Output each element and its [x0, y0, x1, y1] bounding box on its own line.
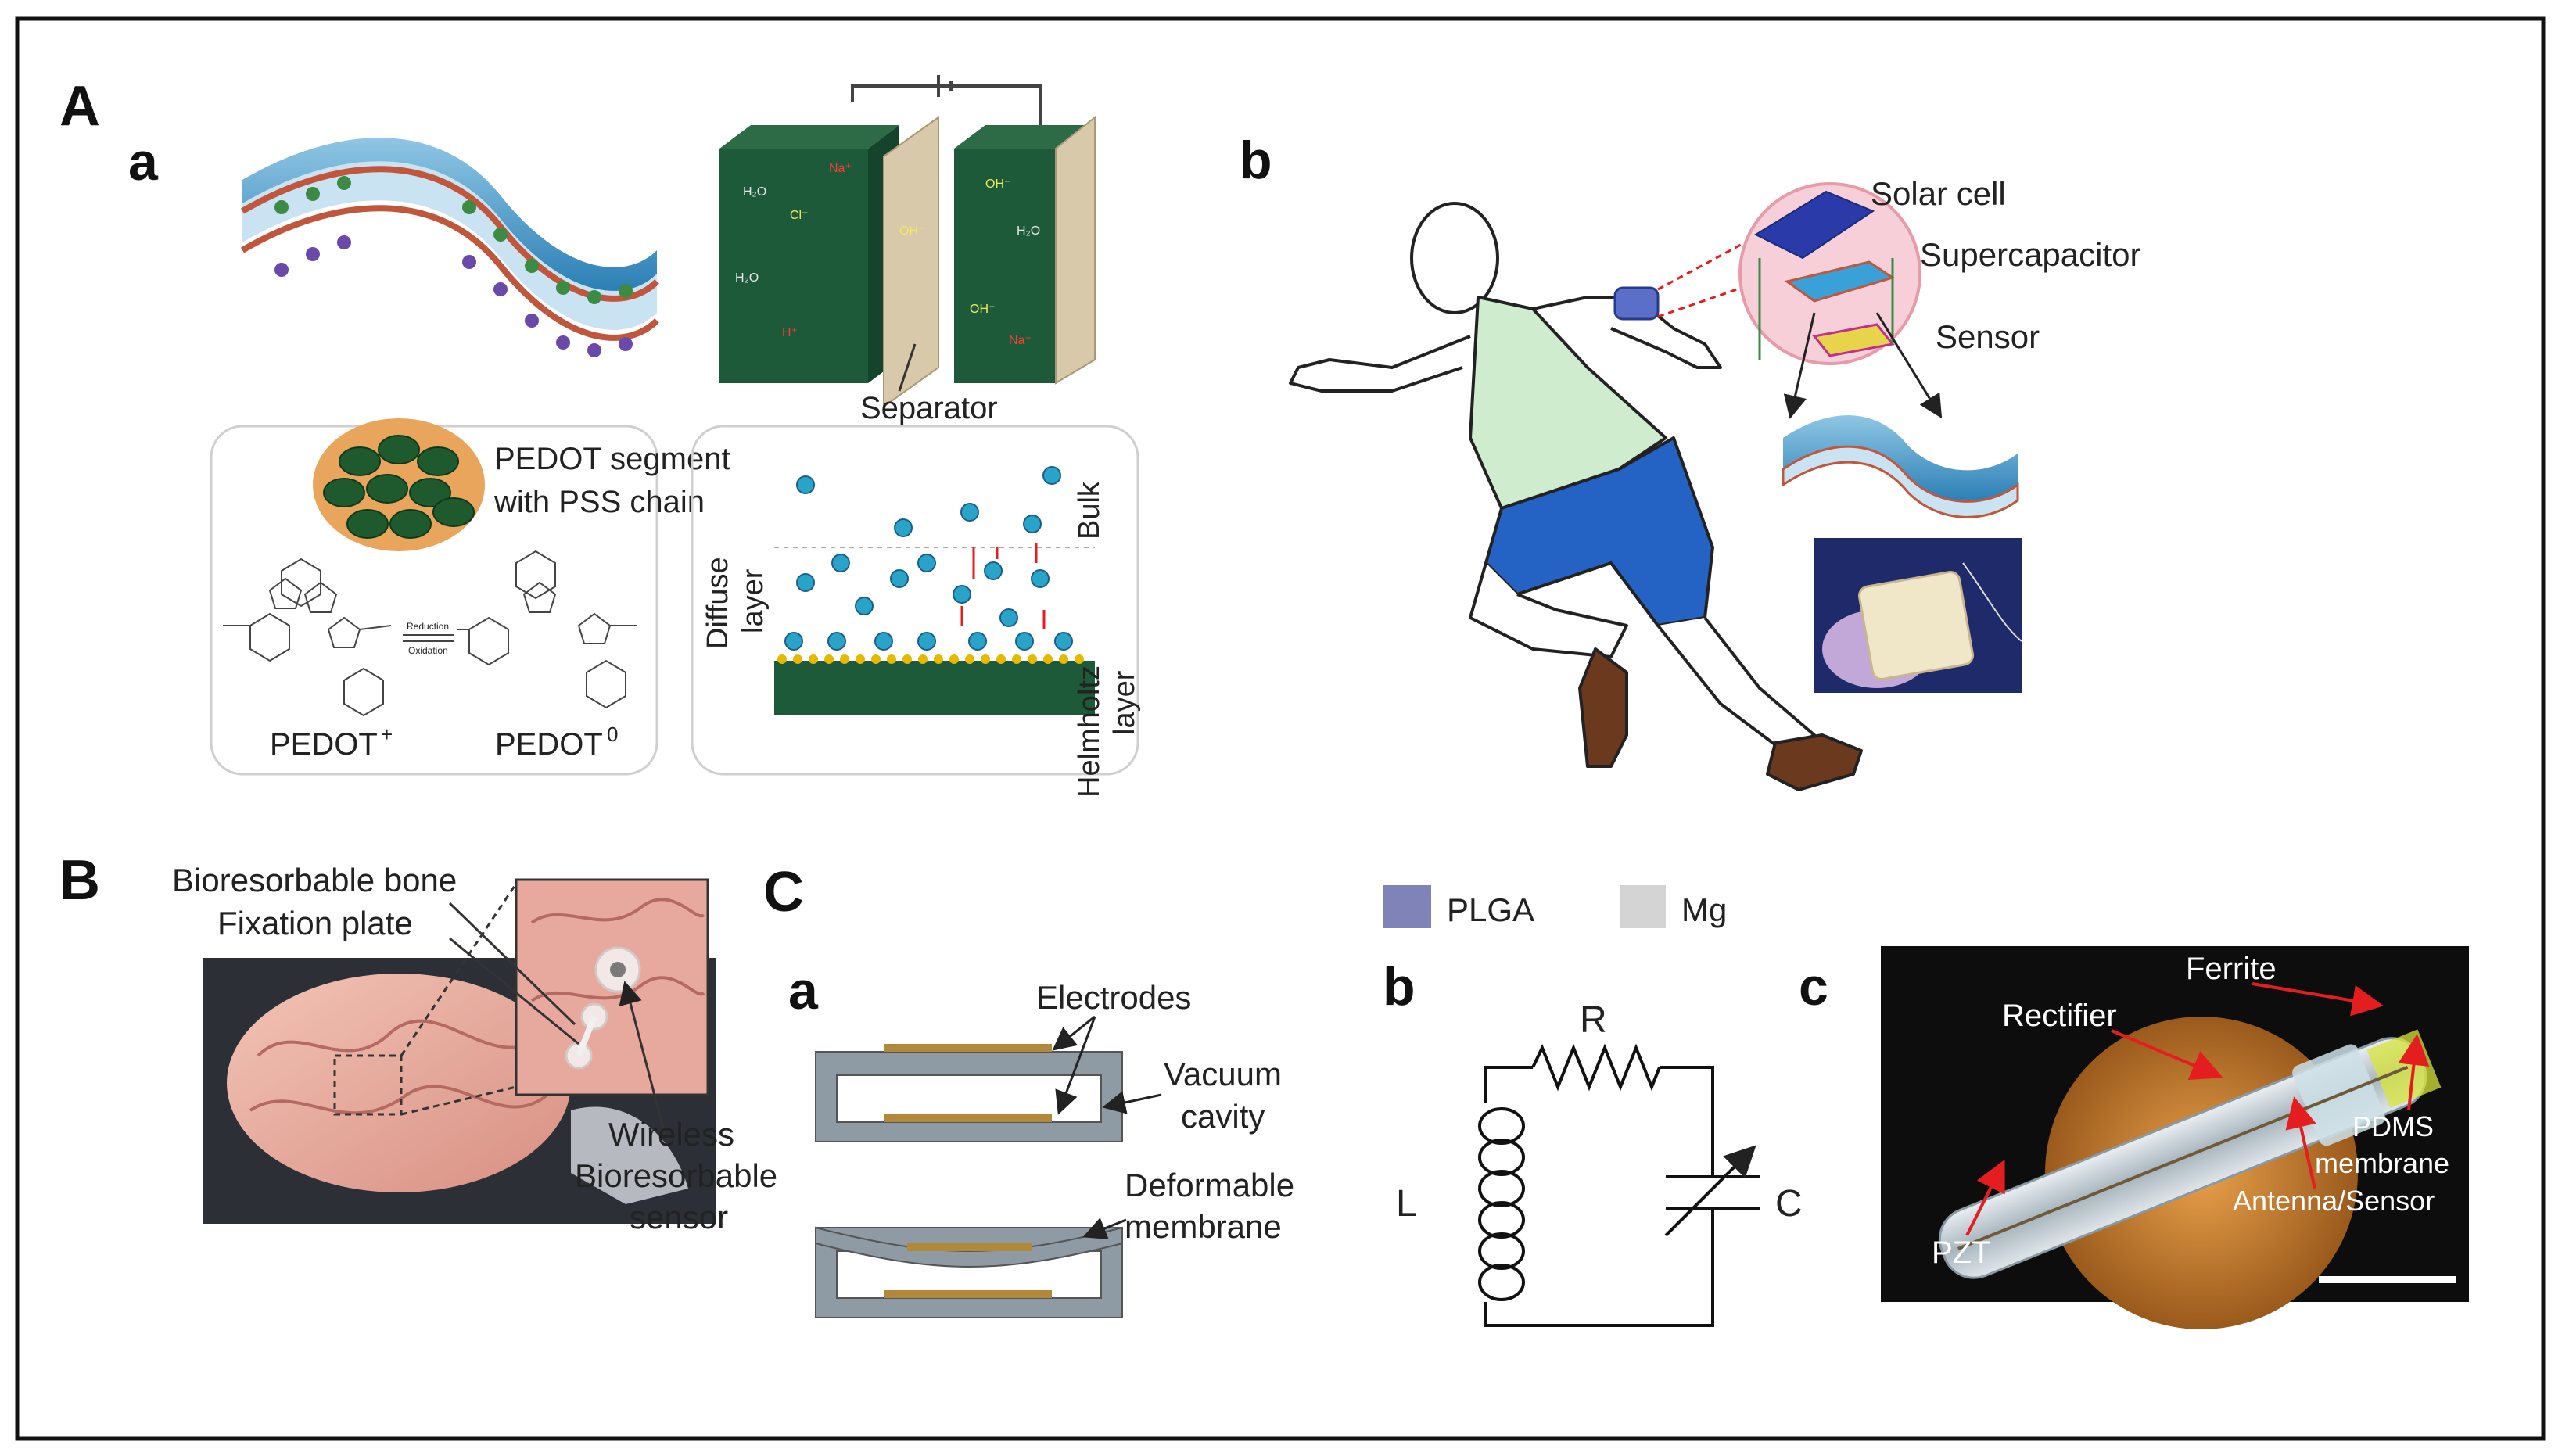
panel-label-Ab: b [1240, 131, 1272, 190]
svg-text:H₂O: H₂O [743, 185, 766, 199]
diffuse-label-1: Diffuse [702, 557, 734, 649]
svg-text:OH⁻: OH⁻ [899, 224, 924, 238]
diffuse-label-2: layer [737, 568, 770, 633]
wrist-device [1613, 286, 1660, 321]
pedot-structure-right [458, 550, 637, 709]
panel-label-Aa: a [128, 132, 159, 192]
panel-label-C: C [763, 861, 804, 923]
panel-label-A: A [59, 75, 100, 138]
scale-bar [2319, 1276, 2456, 1283]
pzt-label: PZT [1932, 1235, 1991, 1270]
svg-text:H₂O: H₂O [1017, 224, 1040, 238]
vacuum-label-1: Vacuum [1164, 1056, 1282, 1092]
pedot-segment-label-1: PEDOT segment [494, 442, 730, 476]
wireless-label-3: sensor [630, 1199, 728, 1235]
electrode-blocks: H₂O Cl⁻ Na⁺ H₂O H⁺ OH⁻ OH⁻ H₂O OH⁻ Na⁺ [719, 75, 1096, 408]
panel-label-B: B [59, 849, 100, 912]
deformable-label-1: Deformable [1125, 1167, 1294, 1203]
helmholtz-label-2: layer [1108, 670, 1141, 735]
legend-swatch-mg [1620, 885, 1666, 928]
figure-border [15, 16, 2546, 1441]
bulk-label: Bulk [1073, 481, 1106, 540]
vacuum-label-2: cavity [1181, 1098, 1265, 1135]
rectifier-label: Rectifier [2002, 999, 2117, 1033]
bone-plate-label-2: Fixation plate [217, 905, 413, 941]
reaction-bottom: Oxidation [408, 645, 448, 656]
ferrite-label: Ferrite [2186, 952, 2277, 986]
svg-text:Na⁺: Na⁺ [1009, 334, 1032, 347]
solar-cell-label: Solar cell [1871, 175, 2006, 212]
electrodes-label: Electrodes [1036, 979, 1191, 1016]
double-layer-box [691, 425, 1139, 776]
pedot-plus-sup: + [381, 723, 393, 746]
runner-figure [1289, 202, 1863, 791]
supercapacitor-label: Supercapacitor [1920, 236, 2141, 273]
panel-label-Cc: c [1799, 957, 1828, 1017]
pedot-pss-cluster [313, 418, 485, 551]
device-photo [1814, 538, 2022, 693]
legend-label-plga: PLGA [1447, 891, 1534, 928]
antenna-label: Antenna/Sensor [2233, 1185, 2435, 1217]
lc-circuit [1478, 1043, 1760, 1327]
svg-text:Na⁺: Na⁺ [829, 162, 852, 175]
panel-label-Cb: b [1383, 957, 1416, 1017]
legend-swatch-plga [1383, 885, 1431, 928]
wireless-label-1: Wireless [608, 1116, 734, 1153]
separator-label: Separator [860, 391, 998, 425]
pdms-label-1: PDMS [2352, 1110, 2434, 1142]
wireless-label-2: Bioresorbable [575, 1157, 777, 1194]
capacitor-label: C [1775, 1183, 1803, 1225]
pedot-segment-label-2: with PSS chain [493, 485, 705, 519]
pedot-zero-sup: 0 [607, 723, 618, 746]
panel-label-Ca: a [788, 961, 819, 1020]
pedot-plus-label: PEDOT [270, 727, 378, 762]
mini-wavy-sheet [1782, 415, 2019, 518]
inductor-label: L [1396, 1183, 1417, 1225]
svg-text:OH⁻: OH⁻ [985, 178, 1010, 191]
helmholtz-label-1: Helmholtz [1073, 665, 1106, 798]
svg-text:H⁺: H⁺ [782, 326, 798, 339]
zoom-circle [1738, 182, 1922, 365]
legend: PLGA Mg [1383, 885, 1727, 928]
legend-label-mg: Mg [1681, 891, 1727, 928]
bone-plate-label-1: Bioresorbable bone [172, 862, 457, 898]
sensor-cross-section-top [815, 1044, 1123, 1142]
deformable-label-2: membrane [1125, 1208, 1282, 1245]
sensor-label: Sensor [1936, 318, 2040, 355]
svg-text:Cl⁻: Cl⁻ [790, 209, 809, 222]
pdms-label-2: membrane [2315, 1147, 2449, 1179]
svg-text:OH⁻: OH⁻ [970, 303, 995, 316]
pedot-zero-label: PEDOT [495, 727, 603, 762]
svg-text:H₂O: H₂O [735, 271, 759, 285]
zoom-inset-brain [515, 878, 709, 1096]
reaction-top: Reduction [407, 621, 449, 632]
double-layer-diagram [774, 466, 1095, 715]
resistor-label: R [1580, 999, 1607, 1041]
wavy-supercapacitor-sheet [240, 138, 659, 357]
sensor-cross-section-bottom [815, 1226, 1123, 1318]
pedot-structure-left [223, 558, 392, 717]
